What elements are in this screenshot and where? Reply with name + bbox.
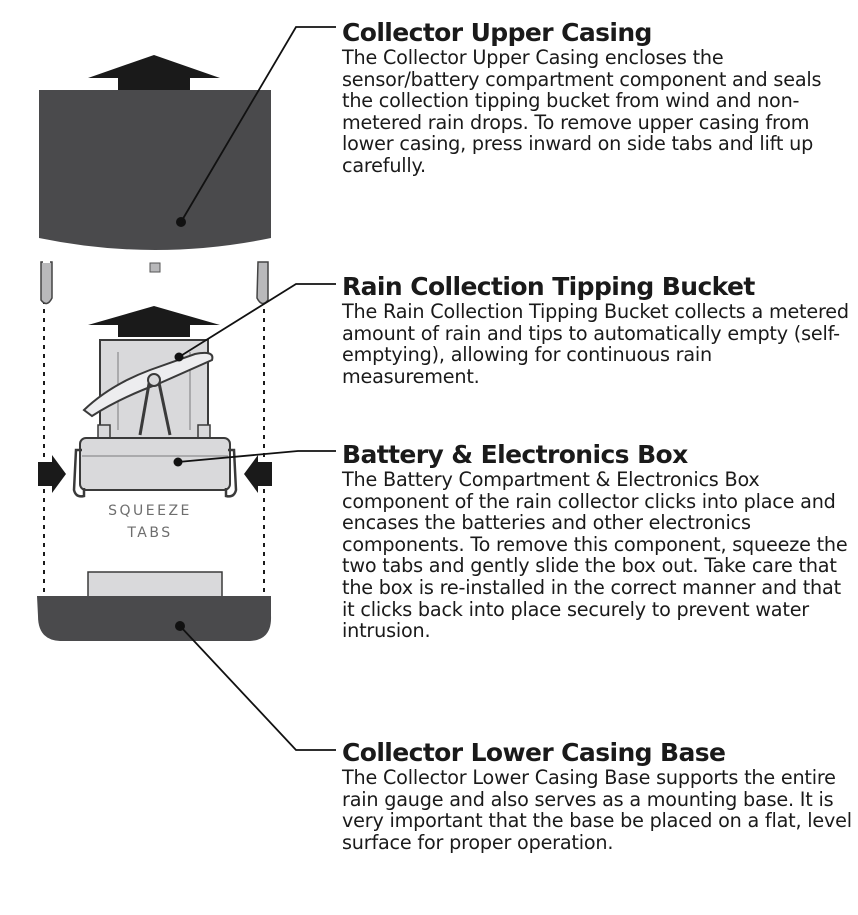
upper-casing-description: The Collector Upper Casing encloses the … bbox=[342, 46, 822, 177]
leader-tipping-bucket bbox=[178, 283, 336, 358]
lower-base-body bbox=[37, 596, 272, 641]
upper-tab-left bbox=[40, 261, 53, 305]
squeeze-label-line2: TABS bbox=[127, 525, 173, 541]
leader-lower-base bbox=[179, 625, 336, 751]
tipping-bucket-description: The Rain Collection Tipping Bucket colle… bbox=[342, 300, 849, 388]
right-arrow-icon bbox=[38, 455, 66, 493]
lower-base-description: The Collector Lower Casing Base supports… bbox=[342, 766, 852, 854]
upper-casing-title: Collector Upper Casing bbox=[342, 18, 652, 47]
lower-casing-base bbox=[37, 571, 272, 641]
bucket-lift-arrow-icon bbox=[88, 306, 220, 337]
upper-casing-callout: Collector Upper Casing The Collector Upp… bbox=[342, 19, 854, 177]
tipping-bucket-title: Rain Collection Tipping Bucket bbox=[342, 272, 755, 301]
lower-base-callout: Collector Lower Casing Base The Collecto… bbox=[342, 738, 854, 854]
upper-casing bbox=[39, 55, 271, 305]
squeeze-tabs-label: SQUEEZE TABS bbox=[95, 500, 205, 544]
tipping-bucket-callout: Rain Collection Tipping Bucket The Rain … bbox=[342, 272, 854, 388]
squeeze-tab-right bbox=[224, 448, 238, 498]
tipping-bucket bbox=[82, 306, 220, 441]
battery-box-body bbox=[79, 437, 231, 491]
left-arrow-icon bbox=[244, 455, 272, 493]
squeeze-tab-left bbox=[72, 448, 86, 498]
upper-lift-arrow-icon bbox=[88, 55, 220, 90]
leader-battery-box bbox=[177, 450, 336, 463]
lower-base-collar bbox=[87, 571, 223, 599]
upper-tab-right bbox=[256, 261, 269, 305]
lower-base-title: Collector Lower Casing Base bbox=[342, 738, 726, 767]
battery-box-description: The Battery Compartment & Electronics Bo… bbox=[342, 468, 848, 643]
squeeze-label-line1: SQUEEZE bbox=[108, 503, 192, 519]
leader-upper-casing bbox=[180, 26, 336, 223]
battery-box bbox=[72, 424, 238, 498]
upper-casing-nub bbox=[149, 262, 161, 273]
battery-box-title: Battery & Electronics Box bbox=[342, 440, 688, 469]
battery-box-callout: Battery & Electronics Box The Battery Co… bbox=[342, 441, 854, 642]
upper-casing-body bbox=[39, 90, 271, 250]
